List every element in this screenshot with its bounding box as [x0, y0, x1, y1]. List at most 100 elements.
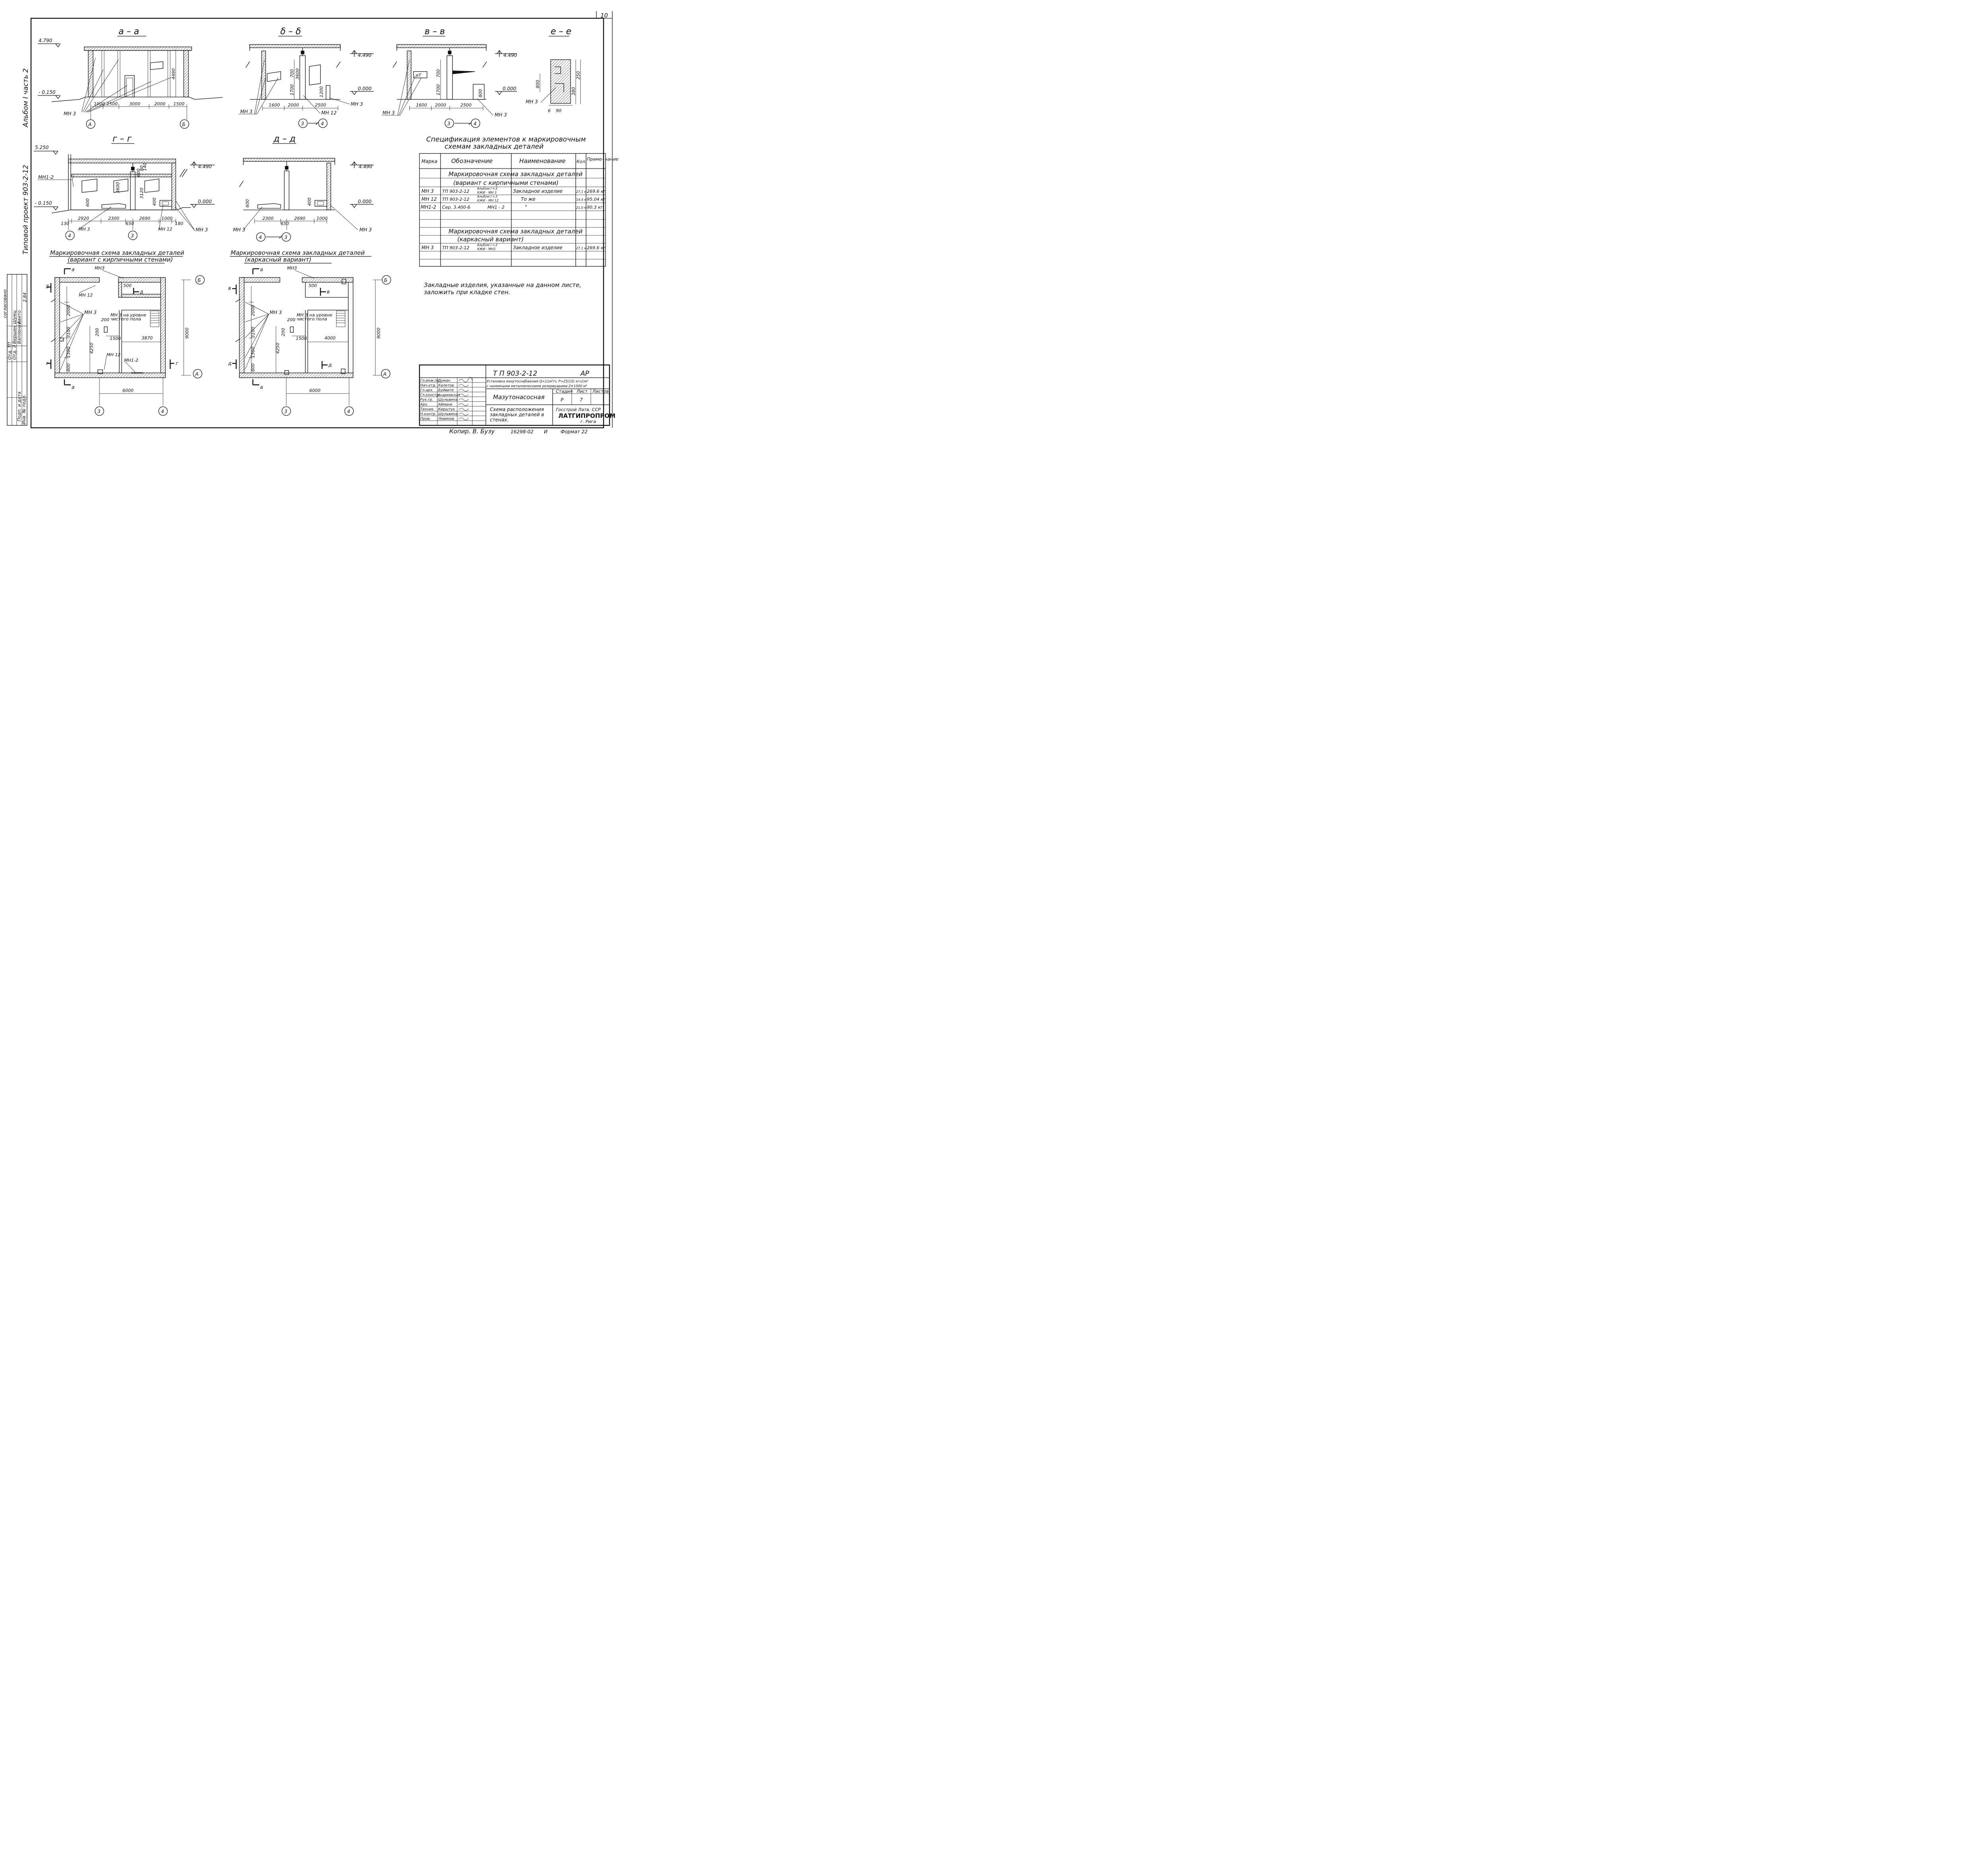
bb-dim-v-3: 3600 [295, 68, 300, 80]
plan-brick-note-2: чистого пола [111, 316, 141, 322]
spec-row-2-mark: МН 12 [421, 196, 437, 202]
dd-axis-3: 3 [284, 235, 287, 240]
plan-frame-dim-1500-h: 1500 [296, 336, 307, 341]
vv-dim-h-2: 2000 [435, 103, 446, 108]
aa-axis-a: А [88, 122, 91, 127]
gg-tag-mn1-2: МН1-2 [38, 175, 54, 180]
plan-brick-tag-mn12: МН 12 [79, 293, 93, 298]
stamp-date: 2.84 [22, 293, 27, 303]
spec-row-4-name: Закладное изделие [513, 245, 563, 250]
ee-dim-v-1: 800 [535, 80, 540, 88]
stamp-sign-date: Подп. и дата [17, 392, 22, 421]
inventory-number: 16298-02 [511, 429, 534, 435]
gg-dim-h-4: 650 [126, 221, 134, 226]
plan-frame-note-1: МН 3 на уровне [297, 312, 332, 318]
vv-axis-3: 3 [447, 121, 450, 126]
spec-row: МН1-2 Сер. 3.400-6 МН1 - 2 " 21,0 м 90.3… [421, 204, 603, 210]
plan-brick-mark-a-bottom: а [72, 384, 74, 390]
gg-dim-v-4: 600 [136, 169, 141, 177]
aa-height: 4490 [171, 68, 176, 80]
spec-row-1-album-a: Альбом I ч.3 [477, 187, 497, 190]
tb-sheet-name-1: Схема расположения [490, 407, 544, 412]
tb-label-sheet: Лист [576, 389, 588, 394]
gg-elev-mid: 4.490 [198, 164, 212, 169]
general-note: Закладные изделия, указанные на данном л… [424, 281, 581, 296]
spec-row-1-name: Закладное изделие [513, 188, 563, 194]
sheet-frame: 10 [30, 11, 613, 429]
spec-row-2-note: 95.04 кг [587, 197, 606, 202]
plan-frame-dim-200-v: 200 [281, 328, 286, 336]
section-aa-title: а – а [118, 27, 139, 37]
spec-row-1-album-b: КЖИ - МН 3 [477, 191, 497, 194]
plan-frame-axis-a: А [383, 371, 386, 377]
tb-stage-code: АР [580, 370, 590, 378]
gg-tag-mn12: МН 12 [158, 227, 172, 232]
signatures [458, 377, 473, 420]
plan-frame-mark-d-right: д [328, 362, 332, 368]
plan-frame-tag-mn3: МН 3 [270, 310, 282, 315]
dd-axis-4: 4 [259, 235, 262, 240]
plan-frame-mark-v-left: в [228, 285, 231, 291]
tb-role-7: Техник [420, 407, 434, 411]
section-gg: г – г 5.250 - 0.150 4.490 0.000 [34, 134, 215, 240]
tb-person-3: Буйвите [438, 388, 454, 392]
dd-dim-h-2: 650 [281, 221, 289, 226]
stamp-sign-2: Авито [17, 310, 22, 324]
dd-dim-v-1: 600 [245, 199, 250, 208]
plan-brick-dim-800: 800 [66, 363, 71, 372]
bb-dim-h-1: 1600 [269, 103, 280, 108]
gg-elev-top: 5.250 [35, 145, 49, 150]
plan-frame-dim-1500: 1500 [250, 347, 256, 358]
spec-row-1-qty: 27,1 м [576, 190, 586, 194]
plan-brick-subtitle: (вариант с кирпичными стенами) [68, 256, 173, 263]
vv-dim-v-1: 700 [436, 69, 441, 78]
tb-person-2: Калетов [438, 384, 454, 388]
gg-dim-h-5: 2690 [139, 216, 150, 221]
plan-frame-mark-a-top: а [260, 267, 263, 272]
ee-tag: МН 3 [526, 99, 538, 105]
gg-axis-3: 3 [131, 233, 134, 239]
format-text: Формат 22 [561, 429, 588, 435]
sheet-number: 10 [600, 12, 608, 19]
vv-window-tag: еТ [416, 73, 422, 78]
copy-line: Копир. В. Бузу 16298-02 И Формат 22 [449, 428, 588, 435]
gg-dim-v-1: 3600 [115, 182, 120, 193]
plan-brick-mark-b: δ [46, 284, 49, 289]
copy-text: Копир. В. Бузу [449, 428, 495, 435]
vv-dim-v-3: 800 [478, 89, 483, 97]
plan-brick-dim-4250: 4250 [89, 343, 94, 354]
tb-desc-2: с наземными металлическими резервуарами … [487, 384, 587, 388]
aa-axis-b: Б [182, 122, 185, 127]
dd-dim-h-1: 2300 [262, 216, 274, 221]
gg-elev-floor: 0.000 [198, 199, 212, 204]
dd-dim-h-4: 1000 [316, 216, 328, 221]
gg-dim-v-5: 80 [139, 165, 144, 171]
spec-group-2-title: Маркировочная схема закладных деталей [448, 228, 582, 235]
spec-row-4-album-a: Альбом I ч.3 [477, 243, 497, 247]
vv-tag-mn3-right: МН 3 [495, 112, 507, 118]
plan-frame: Маркировочная схема закладных деталей (к… [228, 249, 391, 416]
gg-axis-4: 4 [68, 233, 71, 239]
plan-brick-note-1: МН 3 на уровне [111, 312, 146, 318]
aa-elev-top: 4.790 [39, 38, 52, 43]
plan-brick-title: Маркировочная схема закладных деталей [50, 249, 184, 256]
section-aa: а – а 4.790 - 0.150 4490 [38, 27, 223, 129]
spec-row: МН 3 ТП 903-2-12 Альбом I ч.3 КЖИ - МН 3… [421, 187, 606, 194]
bb-dim-v-4: 1200 [319, 86, 324, 97]
note-line-2: заложить при кладке стен. [424, 289, 510, 296]
bb-dim-v-1: 700 [289, 69, 295, 78]
spec-row-2-album-b: КЖИ - МН 12 [477, 199, 499, 202]
gg-dim-v-3: 600 [85, 198, 90, 207]
plan-frame-dim-4250: 4250 [275, 343, 280, 354]
side-album-text: Альбом I часть 2 [22, 68, 30, 128]
bb-axis-3: 3 [301, 121, 304, 126]
spec-row: МН 12 ТП 903-2-12 Альбом I ч.3 КЖИ - МН … [421, 195, 606, 202]
vv-elev-bottom: 0.000 [503, 86, 516, 91]
spec-title-2: схемам закладных деталей [445, 143, 544, 151]
drawing-sheet: 10 Альбом I часть 2 Типовой проект 903-2… [2, 11, 619, 435]
plan-brick-dim-200-v: 200 [95, 328, 100, 336]
dd-dim-h-3: 2690 [294, 216, 305, 221]
plan-brick-tag-mn3: МН 3 [84, 310, 97, 315]
gg-dim-h-1: 130 [61, 221, 69, 226]
spec-row-3-album-a: МН1 - 2 [487, 205, 505, 210]
